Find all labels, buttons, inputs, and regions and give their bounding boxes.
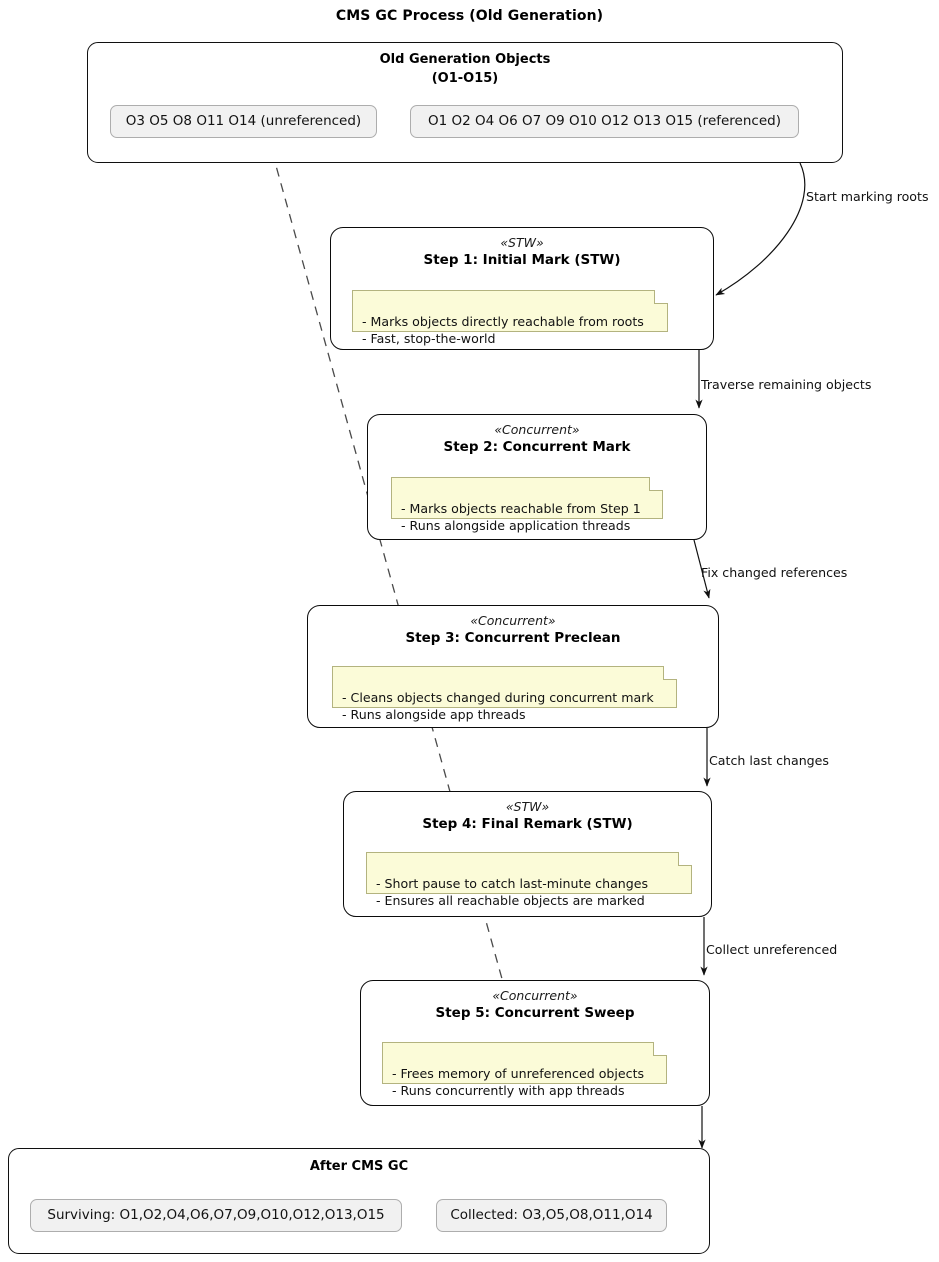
step2-note: - Marks objects reachable from Step 1 - …: [391, 476, 663, 533]
chip-referenced-objects[interactable]: O1 O2 O4 O6 O7 O9 O10 O12 O13 O15 (refer…: [410, 105, 799, 138]
note-fold-icon: [678, 851, 692, 866]
step2-name: Step 2: Concurrent Mark: [443, 439, 631, 455]
chip-surviving-objects[interactable]: Surviving: O1,O2,O4,O6,O7,O9,O10,O12,O13…: [30, 1199, 402, 1232]
step-box-step4[interactable]: «STW» Step 4: Final Remark (STW) - Short…: [343, 791, 712, 917]
step4-note: - Short pause to catch last-minute chang…: [366, 851, 692, 908]
page-title: CMS GC Process (Old Generation): [335, 8, 604, 24]
step2-stereotype: «Concurrent»: [494, 422, 580, 437]
edge-label-start-marking-roots: Start marking roots: [806, 189, 929, 204]
chip-unreferenced-objects[interactable]: O3 O5 O8 O11 O14 (unreferenced): [110, 105, 377, 138]
step5-name: Step 5: Concurrent Sweep: [435, 1005, 635, 1021]
note-fold-icon: [649, 476, 663, 491]
step-box-step1[interactable]: «STW» Step 1: Initial Mark (STW) - Marks…: [330, 227, 714, 350]
step3-note-text: - Cleans objects changed during concurre…: [342, 690, 654, 722]
edge-label-catch-last-changes: Catch last changes: [709, 753, 829, 768]
step1-name: Step 1: Initial Mark (STW): [423, 252, 621, 268]
step1-note-text: - Marks objects directly reachable from …: [362, 314, 644, 346]
step3-stereotype: «Concurrent»: [470, 613, 556, 628]
step1-note: - Marks objects directly reachable from …: [352, 289, 668, 346]
step2-note-text: - Marks objects reachable from Step 1 - …: [401, 501, 641, 533]
chip-collected-objects[interactable]: Collected: O3,O5,O8,O11,O14: [436, 1199, 667, 1232]
step5-note: - Frees memory of unreferenced objects -…: [382, 1041, 667, 1098]
step4-note-text: - Short pause to catch last-minute chang…: [376, 876, 649, 908]
step1-stereotype: «STW»: [500, 235, 544, 250]
old-generation-title-line2: (O1-O15): [431, 71, 499, 86]
step3-name: Step 3: Concurrent Preclean: [405, 630, 621, 646]
step5-note-text: - Frees memory of unreferenced objects -…: [392, 1066, 645, 1098]
step-box-step2[interactable]: «Concurrent» Step 2: Concurrent Mark - M…: [367, 414, 707, 540]
edge-label-collect-unreferenced: Collect unreferenced: [706, 942, 838, 957]
old-generation-title: Old Generation Objects (O1-O15): [88, 50, 842, 88]
step4-name: Step 4: Final Remark (STW): [422, 816, 633, 832]
edge-start-marking-roots: [715, 162, 806, 296]
step4-stereotype: «STW»: [505, 799, 550, 814]
after-cms-gc-title: After CMS GC: [309, 1159, 409, 1174]
step-box-step3[interactable]: «Concurrent» Step 3: Concurrent Preclean…: [307, 605, 719, 728]
note-fold-icon: [653, 1041, 667, 1056]
step3-note: - Cleans objects changed during concurre…: [332, 665, 677, 722]
note-fold-icon: [663, 665, 677, 680]
step5-stereotype: «Concurrent»: [492, 988, 578, 1003]
old-generation-frame: Old Generation Objects (O1-O15): [87, 42, 843, 163]
edge-label-fix-changed-references: Fix changed references: [701, 565, 848, 580]
edge-label-traverse-remaining-objects: Traverse remaining objects: [701, 377, 872, 392]
note-fold-icon: [654, 289, 668, 304]
step-box-step5[interactable]: «Concurrent» Step 5: Concurrent Sweep - …: [360, 980, 710, 1106]
old-generation-title-line1: Old Generation Objects: [379, 52, 551, 67]
